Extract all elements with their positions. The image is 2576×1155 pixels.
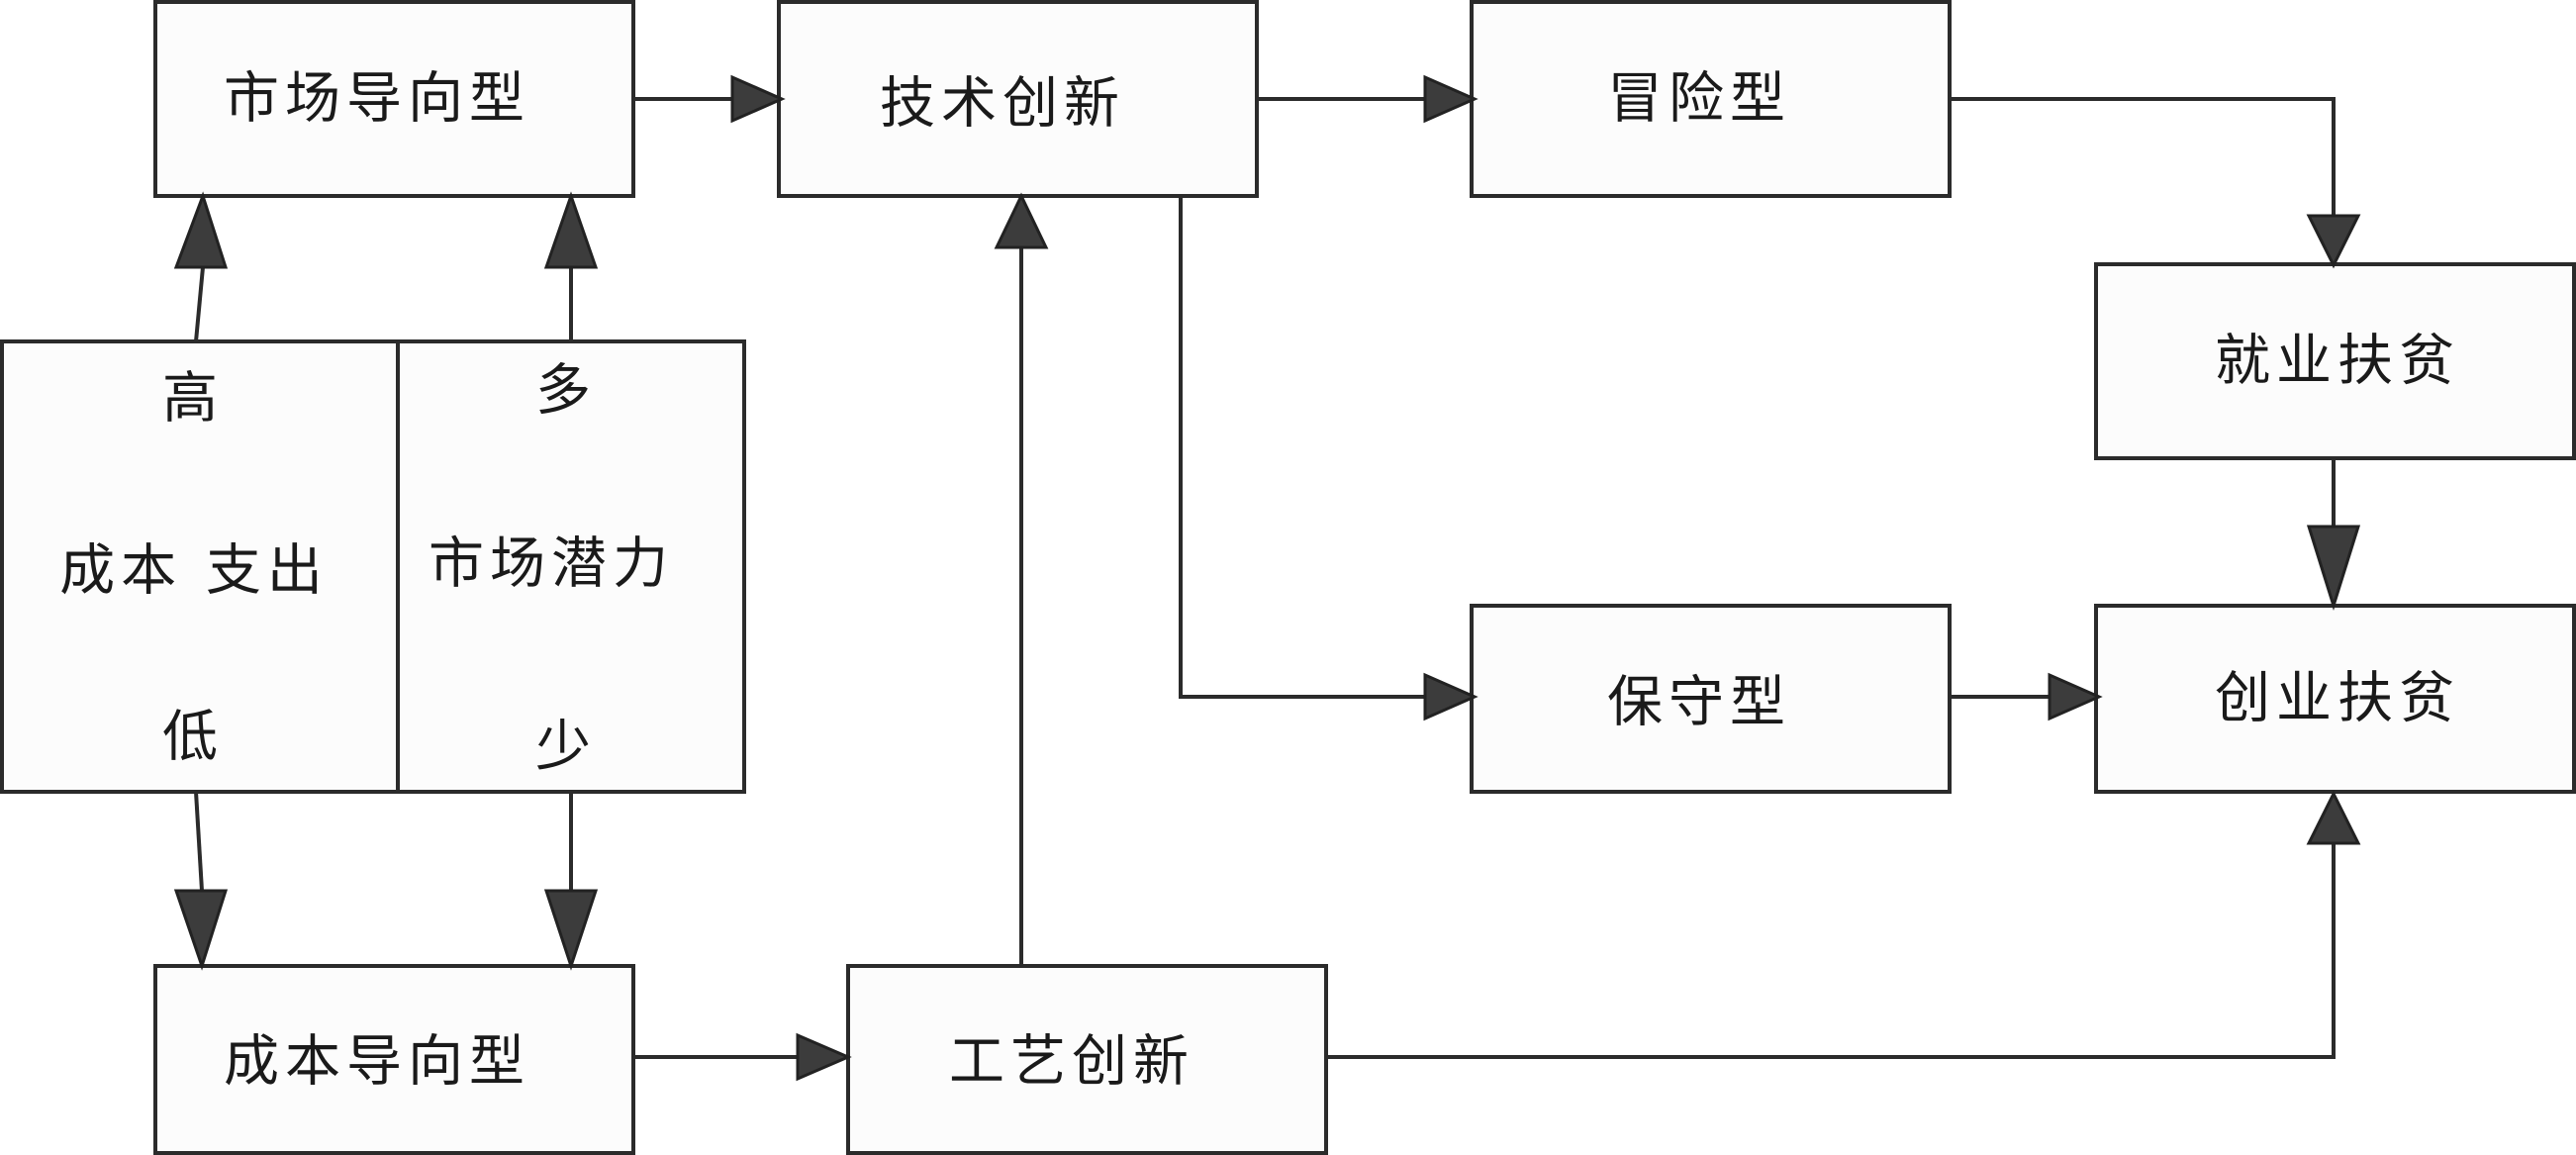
connector-low-to-cost — [194, 791, 204, 892]
label-potential-less: 少 — [535, 716, 597, 780]
arrowhead-up — [543, 191, 599, 269]
connector-high-to-market — [194, 266, 205, 342]
box-market-oriented — [153, 0, 635, 198]
label-entrepreneurship-poverty: 创业扶贫 — [2215, 667, 2460, 731]
label-cost-oriented: 成本导向型 — [224, 1030, 530, 1095]
label-process-innovation: 工艺创新 — [949, 1030, 1194, 1095]
label-risk-type: 冒险型 — [1607, 67, 1791, 132]
arrowhead-right — [730, 74, 786, 124]
label-conservative-type: 保守型 — [1607, 671, 1791, 735]
box-tech-innovation — [777, 0, 1259, 198]
box-market-potential — [396, 339, 746, 794]
arrowhead-up — [994, 192, 1049, 249]
connector-risk-to-employment — [1950, 97, 2336, 220]
connector-tech-to-conservative — [1179, 196, 1427, 699]
label-cost-low: 低 — [162, 706, 224, 770]
label-cost-high: 高 — [162, 367, 224, 432]
label-employment-poverty: 就业扶贫 — [2215, 330, 2460, 394]
arrowhead-up — [173, 191, 229, 269]
arrowhead-down — [2306, 214, 2361, 269]
label-market-oriented: 市场导向型 — [224, 67, 530, 132]
arrowhead-right — [796, 1032, 852, 1082]
arrowhead-down — [173, 889, 229, 971]
arrowhead-up — [2306, 790, 2361, 845]
connector-process-to-entrepreneurship — [1326, 843, 2336, 1059]
label-cost-expense: 成本 支出 — [59, 539, 329, 604]
box-cost-oriented — [153, 964, 635, 1155]
arrowhead-down — [543, 889, 599, 971]
box-risk-type — [1470, 0, 1952, 198]
box-employment-poverty — [2094, 262, 2576, 460]
arrowhead-down — [2306, 525, 2361, 612]
box-cost-expense — [0, 339, 400, 794]
label-potential-more: 多 — [535, 359, 597, 424]
box-process-innovation — [846, 964, 1328, 1155]
arrowhead-right — [1423, 74, 1479, 124]
box-conservative-type — [1470, 604, 1952, 794]
label-tech-innovation: 技术创新 — [880, 72, 1125, 137]
label-market-potential: 市场潜力 — [429, 532, 674, 597]
arrowhead-right — [1423, 672, 1479, 722]
arrowhead-right — [2048, 672, 2103, 722]
